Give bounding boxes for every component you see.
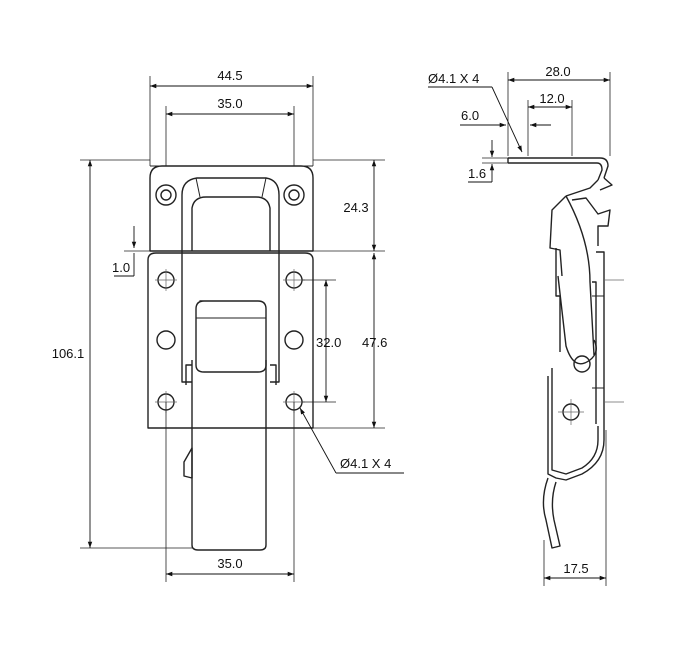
dim-offset-a: 12.0 [527,91,573,156]
front-view: 44.5 35.0 106.1 24.3 [52,68,404,582]
top-plate [149,165,314,252]
dim-hole-spacing-top: 35.0 [165,96,295,166]
side-latch-body [549,195,611,426]
dim-width-overall-label: 44.5 [217,68,242,83]
dim-bottom-width: 17.5 [543,430,607,586]
dim-height-overall: 106.1 [52,159,192,549]
dim-top-plate-height: 24.3 [313,159,385,252]
hole-callout-side-label: Ø4.1 X 4 [428,71,479,86]
dim-hole-spacing-vertical: 32.0 [302,279,341,403]
dim-depth-overall-label: 28.0 [545,64,570,79]
dim-plate-gap: 1.0 [112,226,150,277]
base-plate [147,252,314,429]
dim-width-overall: 44.5 [149,68,314,166]
dim-offset-b: 6.0 [460,108,551,128]
dim-hole-spacing-top-label: 35.0 [217,96,242,111]
dim-depth-overall: 28.0 [507,64,611,156]
dim-lower-plate-height-label: 47.6 [362,335,387,350]
dim-offset-b-label: 6.0 [461,108,479,123]
dim-top-plate-height-label: 24.3 [343,200,368,215]
dim-plate-gap-label: 1.0 [112,260,130,275]
dim-hole-spacing-bottom-label: 35.0 [217,556,242,571]
dim-thickness-label: 1.6 [468,166,486,181]
dim-bottom-width-label: 17.5 [563,561,588,576]
dim-lower-plate-height: 47.6 [313,253,387,429]
hole-callout-side: Ø4.1 X 4 [428,71,523,153]
dim-thickness: 1.6 [468,140,508,183]
dim-offset-a-label: 12.0 [539,91,564,106]
dim-hole-spacing-bottom: 35.0 [165,402,295,582]
latch-lever [181,251,280,551]
dim-hole-spacing-vertical-label: 32.0 [316,335,341,350]
side-keeper-profile [507,157,613,197]
hole-callout-front: Ø4.1 X 4 [299,407,404,474]
dim-height-overall-label: 106.1 [52,346,85,361]
side-view: 28.0 12.0 6.0 Ø4.1 X 4 1.6 [428,64,624,586]
side-base-and-tail [542,368,605,549]
hole-callout-front-label: Ø4.1 X 4 [340,456,391,471]
